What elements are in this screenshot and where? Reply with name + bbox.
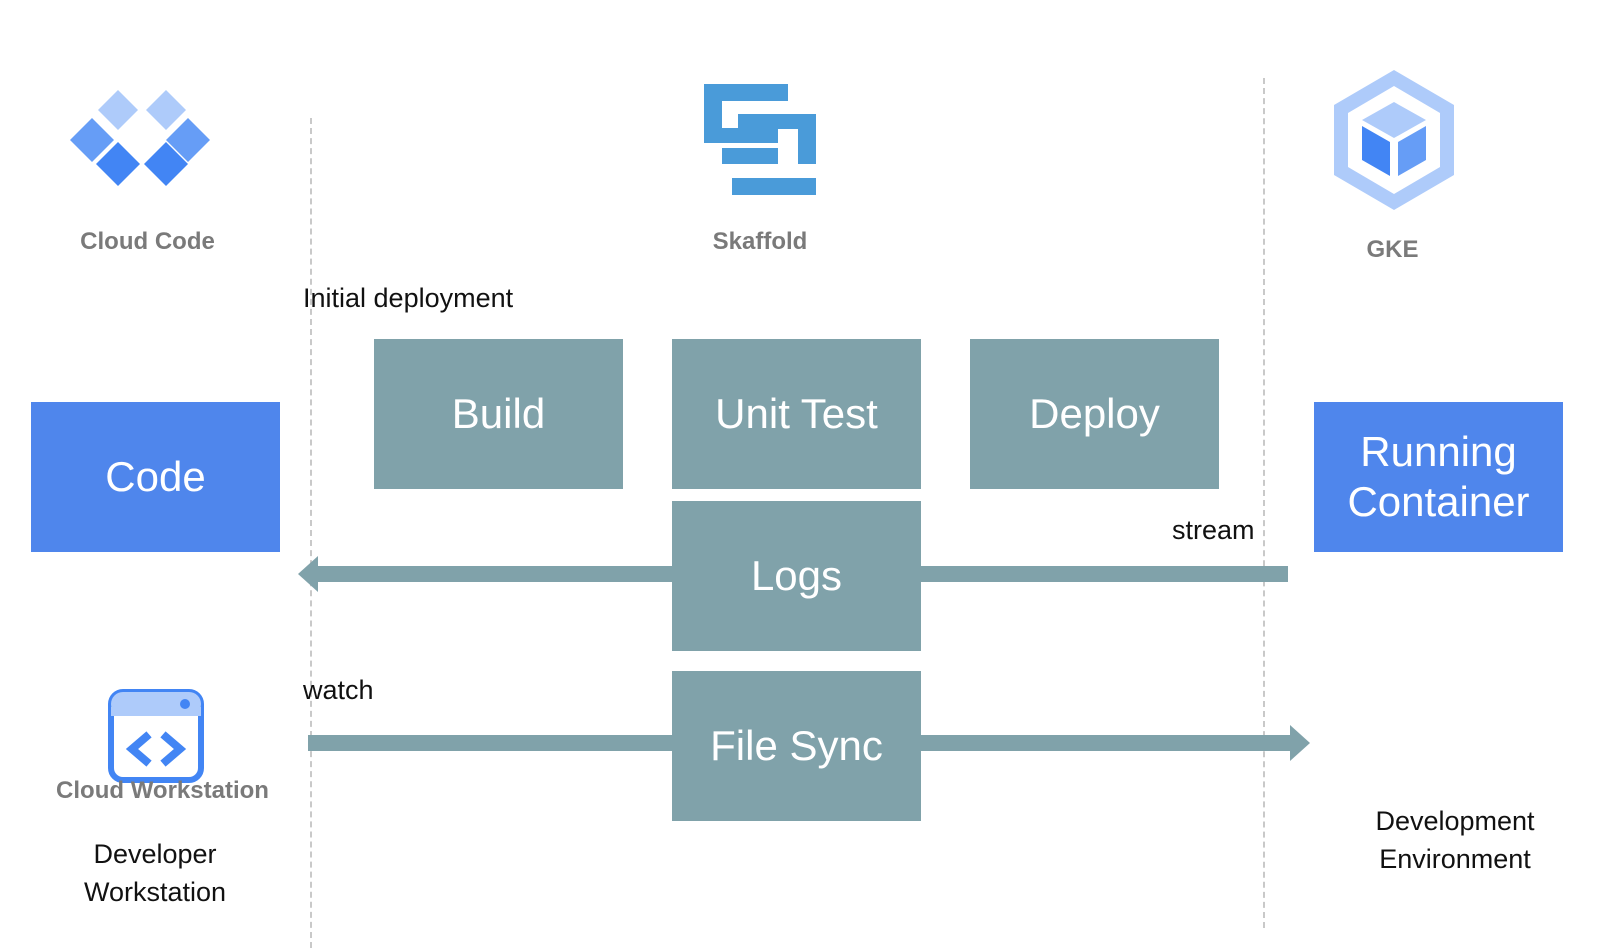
right-dashed-separator: [1263, 78, 1265, 928]
watch-label: watch: [303, 675, 374, 705]
code-box: Code: [31, 402, 280, 552]
deploy-box: Deploy: [970, 339, 1219, 489]
initial-deployment-label: Initial deployment: [303, 283, 514, 313]
build-box: Build: [374, 339, 623, 489]
cloud-workstation-logo-icon: [108, 689, 204, 783]
unit-test-box: Unit Test: [672, 339, 921, 489]
cloud-code-logo-icon: [70, 90, 210, 186]
cloud-workstation-caption: Cloud Workstation: [56, 777, 269, 804]
logs-box: Logs: [672, 501, 921, 651]
skaffold-logo-icon: [704, 84, 816, 195]
gke-logo-icon: [1334, 70, 1454, 210]
cloud-code-caption: Cloud Code: [80, 228, 215, 255]
development-environment-label: Development Environment: [1375, 806, 1535, 874]
developer-workstation-label: Developer Workstation: [83, 839, 227, 907]
gke-caption: GKE: [1366, 236, 1419, 263]
left-dashed-separator: [310, 118, 312, 948]
skaffold-caption: Skaffold: [712, 228, 808, 255]
file-sync-box: File Sync: [672, 671, 921, 821]
running-container-box: Running Container: [1314, 402, 1563, 552]
stream-label: stream: [1172, 515, 1255, 545]
